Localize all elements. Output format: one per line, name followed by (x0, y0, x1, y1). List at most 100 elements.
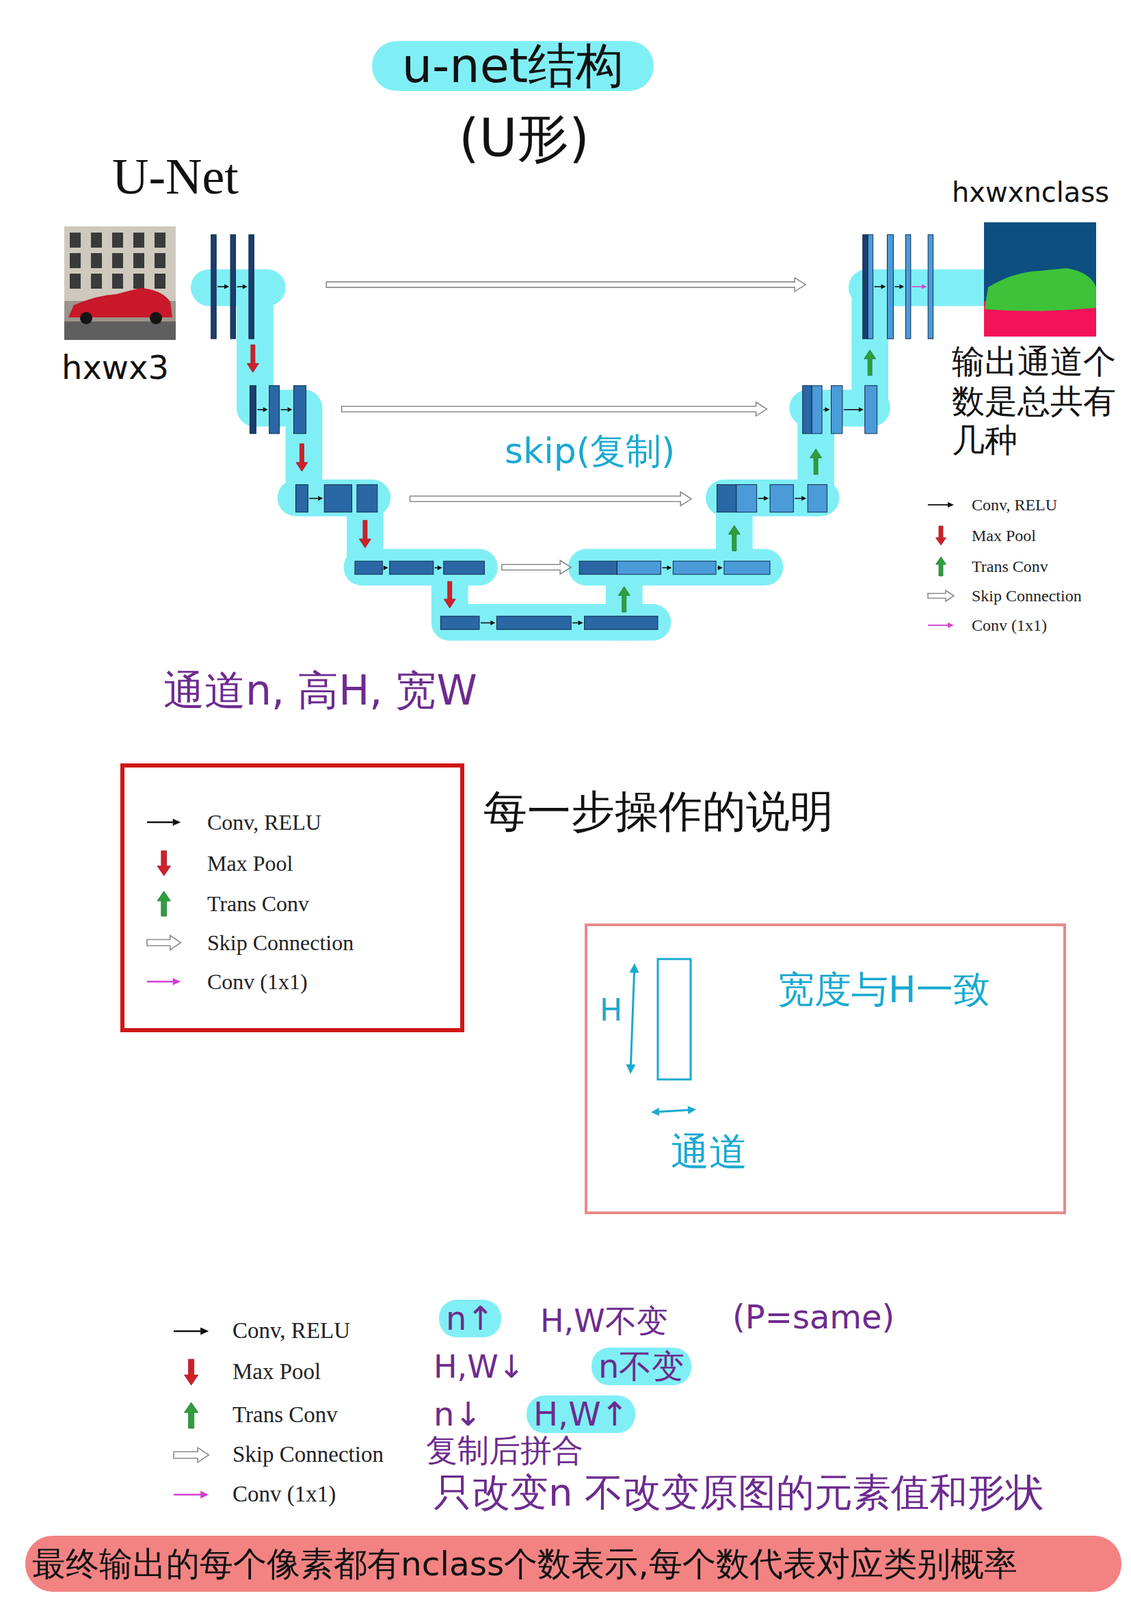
building-facade (64, 226, 176, 340)
feature-map-bar (354, 560, 383, 574)
arrow-head (173, 818, 182, 826)
trans-conv-symbol (157, 890, 171, 916)
trans-conv-arrow (618, 586, 630, 612)
window (69, 253, 81, 269)
arrow-head (881, 284, 887, 290)
conv1x1-arrow (912, 284, 927, 290)
conv-relu-symbol (173, 1327, 209, 1335)
conv-relu-arrow (661, 564, 672, 570)
arrow-shaft (843, 408, 859, 411)
annotation: 只改变n 不改变原图的元素值和形状 (433, 1470, 1045, 1514)
legend-entry: Skip Connection (232, 1440, 384, 1469)
conv-relu-arrow (794, 495, 807, 501)
feature-map-bar (887, 234, 894, 339)
class-region (984, 268, 1097, 312)
trans-conv-arrow (864, 350, 876, 376)
note-box: H 宽度与H一致通道 (584, 923, 1067, 1214)
legend-entry: Conv, RELU (232, 1316, 351, 1345)
conv-relu-arrow (480, 620, 496, 625)
window (133, 232, 145, 248)
arrow-head (899, 284, 904, 290)
arrow-head (626, 1063, 636, 1074)
road (64, 321, 176, 340)
feature-maps (211, 234, 934, 630)
legend-label: Conv (1x1) (232, 1481, 336, 1506)
conv-relu-arrow (758, 495, 769, 501)
arrow-head (629, 962, 639, 973)
feature-map-bar (389, 560, 434, 574)
legend-label: Trans Conv (207, 890, 310, 916)
feature-map-bar (443, 560, 485, 574)
feature-map-bar (248, 234, 254, 339)
annotation: H,W不变 (540, 1302, 669, 1339)
feature-map-bar (249, 385, 256, 434)
arrow-shaft (173, 1493, 201, 1495)
window (154, 273, 166, 289)
dimension-label: hxwxnclass (951, 176, 1110, 208)
dimension-label: 通道 (670, 1129, 748, 1174)
arrow-head (825, 406, 831, 412)
annotation: n不变 (591, 1347, 692, 1385)
window (154, 232, 166, 248)
max-pool-arrow (296, 443, 308, 472)
trans-conv-arrow (810, 448, 822, 474)
legend-entry: Conv, RELU (971, 495, 1058, 515)
subtitle: (U形) (458, 108, 590, 168)
feature-map-bar (811, 385, 822, 434)
conv-relu-arrow (309, 495, 323, 501)
feature-map-bar (657, 958, 691, 1080)
legend-entry: Trans Conv (971, 556, 1049, 577)
caption: 最终输出的每个像素都有nclass个数表示,每个数代表对应类别概率 (25, 1535, 1018, 1592)
skip-connection-arrow (410, 491, 693, 506)
legend-entry: Max Pool (207, 849, 293, 876)
window (69, 232, 81, 248)
max-pool-arrow (358, 520, 371, 548)
legend-entry: Conv (1x1) (971, 615, 1047, 636)
arrow-shaft (237, 285, 243, 288)
window (112, 232, 124, 248)
legend-label: Max Pool (207, 850, 293, 876)
feature-map-level (249, 385, 306, 434)
arrow-shaft (257, 408, 263, 411)
arrow-head (317, 495, 323, 501)
legend-label: Trans Conv (232, 1401, 338, 1427)
annotation: skip(复制) (504, 430, 675, 472)
feature-map-bar (807, 484, 827, 512)
feature-map-bar (211, 234, 217, 339)
conv-relu-arrow (823, 406, 830, 412)
arrow-head (490, 620, 496, 625)
arrow-shaft (281, 408, 288, 411)
arrow-head (383, 564, 389, 570)
skip-connection-symbol (147, 935, 181, 950)
feature-map-bar (230, 234, 236, 339)
arrow-head (173, 977, 182, 985)
max-pool-symbol (936, 525, 947, 545)
arrow-head (242, 284, 248, 290)
legend-entry: Skip Connection (971, 586, 1082, 606)
conv1x1-symbol (173, 1490, 209, 1499)
feature-map-bar (294, 385, 307, 434)
skip-connection-symbol (927, 590, 954, 602)
note-text: 宽度与H一致 (777, 968, 991, 1011)
dimension-label: H (599, 992, 623, 1028)
section-heading: 每一步操作的说明 (483, 786, 834, 837)
annotation: (P=same) (732, 1297, 895, 1336)
arrow-head (200, 1490, 209, 1499)
window (90, 273, 102, 289)
feature-map-bar (905, 234, 911, 339)
feature-map-level (716, 484, 827, 512)
feature-map-bar (496, 616, 571, 630)
legend-label: Trans Conv (971, 557, 1049, 576)
feature-map-bar (269, 385, 280, 434)
legend-label: Skip Connection (232, 1441, 384, 1467)
annotation: H,W↑ (526, 1394, 636, 1433)
legend-entry: Conv, RELU (207, 808, 322, 835)
legend-entry: Skip Connection (207, 929, 354, 956)
channel-arrow (650, 1105, 697, 1116)
arrow-head (947, 622, 954, 628)
arrow-shaft (631, 972, 635, 1064)
arrow-shaft (823, 408, 825, 411)
legend-label: Max Pool (971, 526, 1036, 545)
feature-map-bar (579, 560, 617, 574)
legend-label: Conv, RELU (207, 809, 322, 835)
